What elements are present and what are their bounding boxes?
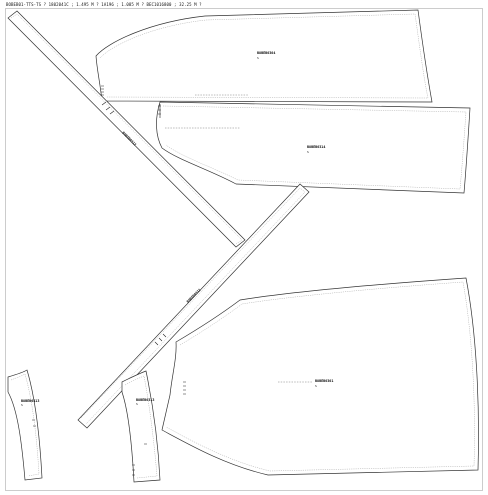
piece-code-label: BOBEB0313 [21,399,39,403]
piece-size-label: S [315,384,317,388]
pattern-piece-1[interactable]: BOBEB0304 S [95,9,433,103]
pattern-piece-7[interactable]: BOBEB0313 S [121,370,161,483]
pattern-piece-4[interactable]: BOBEB0312 [77,183,310,429]
piece-code-label: BOBEB0301 [315,379,333,383]
marker-header: BOBEB01-TTS-TS ? 1802041C ; 1.495 M ? 1A… [6,2,202,7]
piece-size-label: S [307,150,309,154]
piece-code-label: BOBEB0314 [307,145,325,149]
piece-code-label: BOBEB0313 [136,398,154,402]
marker-frame [5,8,483,491]
piece-code-label: BOBEB0304 [257,51,275,55]
pattern-piece-2[interactable]: BOBEB0314 S [156,101,471,194]
piece-size-label: S [257,56,259,60]
piece-size-label: S [21,403,23,407]
pattern-piece-5[interactable]: BOBEB0301 S [161,277,479,476]
pattern-piece-6[interactable]: BOBEB0313 S [7,369,43,481]
piece-size-label: S [136,402,138,406]
